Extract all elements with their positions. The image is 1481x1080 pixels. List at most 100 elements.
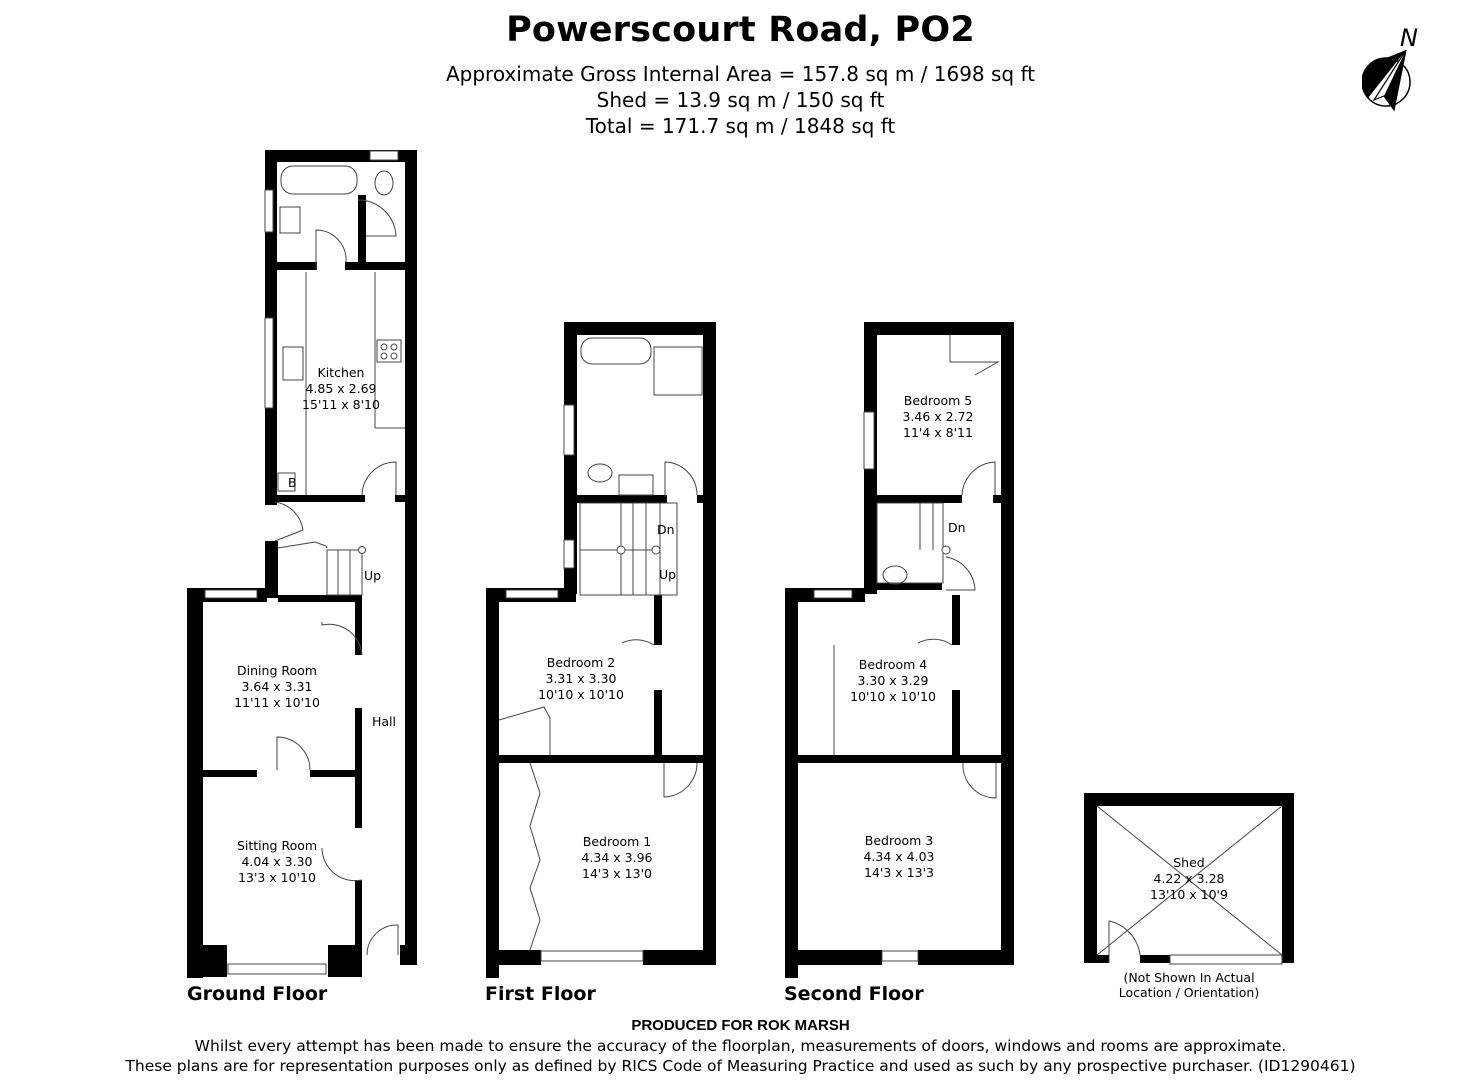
wall xyxy=(1084,955,1109,963)
staircase-icon xyxy=(326,549,363,596)
door-swing-icon xyxy=(945,556,976,591)
window-icon xyxy=(563,539,575,569)
stairs-up-label: Up xyxy=(364,568,381,583)
first-floor-label: First Floor xyxy=(485,983,596,1005)
kitchen-metric: 4.85 x 2.69 xyxy=(305,381,376,396)
wall xyxy=(564,322,716,335)
wall xyxy=(345,262,417,270)
wall xyxy=(993,495,1014,503)
fixtures xyxy=(204,150,1283,975)
bedroom-1-imperial: 14'3 x 13'0 xyxy=(582,866,652,881)
wall xyxy=(358,195,366,262)
bedroom-4-metric: 3.30 x 3.29 xyxy=(857,673,928,688)
wall xyxy=(643,950,716,965)
hall-name: Hall xyxy=(372,714,396,729)
door-swing-icon xyxy=(1108,920,1141,963)
bedroom-3-metric: 4.34 x 4.03 xyxy=(863,849,934,864)
cupboard-door-icon xyxy=(277,541,328,549)
shower-icon xyxy=(653,346,703,396)
bedroom-1-name: Bedroom 1 xyxy=(583,834,651,849)
wall xyxy=(310,770,358,777)
door-swing-icon xyxy=(274,501,304,542)
wall xyxy=(1084,793,1097,963)
bedroom-4-name: Bedroom 4 xyxy=(859,657,928,672)
door-swing-icon xyxy=(361,461,397,496)
wall xyxy=(1282,793,1294,963)
wall xyxy=(703,322,716,965)
window-icon xyxy=(369,150,399,161)
window-icon xyxy=(1169,954,1283,965)
wall xyxy=(265,541,278,598)
window-icon xyxy=(264,317,274,409)
wall xyxy=(499,755,705,763)
bedroom-1-metric: 4.34 x 3.96 xyxy=(581,850,652,865)
bedroom-2-name: Bedroom 2 xyxy=(547,655,615,670)
sitting-room-imperial: 13'3 x 10'10 xyxy=(238,870,316,885)
ground-floor-label: Ground Floor xyxy=(187,983,328,1005)
hob-icon xyxy=(376,339,402,363)
wall xyxy=(577,495,667,503)
dining-room-metric: 3.64 x 3.31 xyxy=(241,679,312,694)
toilet-icon xyxy=(587,463,613,483)
wall xyxy=(654,690,662,760)
front-door-icon xyxy=(366,924,399,956)
bedroom-2-metric: 3.31 x 3.30 xyxy=(545,671,616,686)
shed-location-note: (Not Shown In Actual Location / Orientat… xyxy=(1118,970,1260,1000)
total-area: Total = 171.7 sq m / 1848 sq ft xyxy=(585,114,896,138)
window-icon xyxy=(204,589,258,599)
dining-room-imperial: 11'11 x 10'10 xyxy=(234,695,320,710)
wall xyxy=(265,495,365,502)
wall xyxy=(785,950,882,965)
wall xyxy=(355,708,362,828)
door-swing-icon xyxy=(961,461,996,496)
bedroom-3-imperial: 14'3 x 13'3 xyxy=(864,865,934,880)
door-swing-icon xyxy=(664,461,698,497)
wall xyxy=(952,690,960,760)
shed-roof-line xyxy=(1096,805,1283,956)
door-swing-icon xyxy=(663,762,698,798)
wall xyxy=(1282,955,1294,963)
basin-icon xyxy=(279,206,301,234)
wall xyxy=(486,588,499,978)
door-swing-icon xyxy=(917,638,953,646)
bath-icon xyxy=(580,337,652,365)
gross-internal-area: Approximate Gross Internal Area = 157.8 … xyxy=(445,62,1036,86)
north-label: N xyxy=(1400,26,1418,52)
produced-for: PRODUCED FOR ROK MARSH xyxy=(631,1017,850,1034)
wall xyxy=(187,945,227,977)
door-swing-icon xyxy=(357,199,397,237)
page-title: Powerscourt Road, PO2 xyxy=(506,10,975,50)
wall xyxy=(697,495,716,503)
door-swing-icon xyxy=(321,622,363,656)
stairs-up-label: Up xyxy=(659,567,676,582)
window-icon xyxy=(563,404,575,456)
door-swing-icon xyxy=(621,639,655,646)
second-floor-label: Second Floor xyxy=(784,983,924,1005)
door-swing-icon xyxy=(321,847,363,882)
basin-icon xyxy=(618,474,654,496)
window-icon xyxy=(863,411,875,470)
wall xyxy=(405,150,417,965)
cupboard-door-icon xyxy=(498,706,551,755)
shed-imperial: 13'10 x 10'9 xyxy=(1150,887,1228,902)
wall xyxy=(785,588,798,978)
bedroom-3-name: Bedroom 3 xyxy=(865,833,933,848)
shed-plan xyxy=(1084,793,1294,963)
wall xyxy=(187,770,257,777)
staircase-icon xyxy=(579,502,678,596)
wall xyxy=(1001,322,1014,965)
bedroom-5-name: Bedroom 5 xyxy=(904,393,972,408)
stairs-down-label: Dn xyxy=(657,522,675,537)
door-swing-icon xyxy=(276,736,311,771)
kitchen-imperial: 15'11 x 8'10 xyxy=(302,397,380,412)
wall xyxy=(278,595,358,602)
dining-room-name: Dining Room xyxy=(237,663,317,678)
bedroom-4-imperial: 10'10 x 10'10 xyxy=(850,689,936,704)
first-floor-plan xyxy=(486,322,716,978)
staircase-icon xyxy=(876,502,944,584)
shed-metric: 4.22 x 3.28 xyxy=(1153,871,1224,886)
wall xyxy=(355,595,362,655)
wall xyxy=(564,322,577,594)
wall xyxy=(328,945,362,977)
